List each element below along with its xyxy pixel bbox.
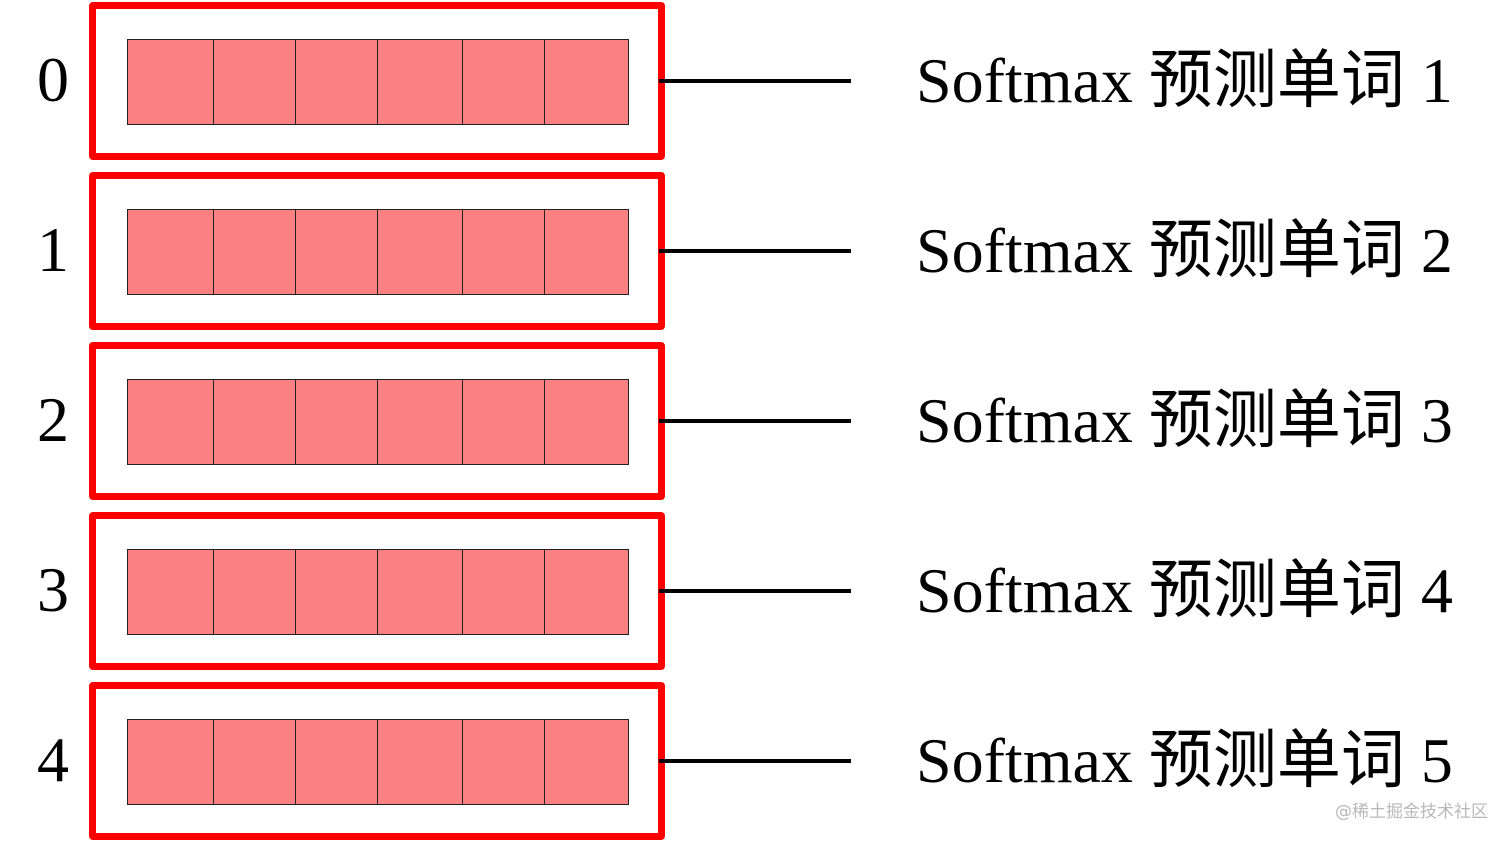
row-index-label: 2 <box>37 384 69 455</box>
row-index-label: 1 <box>37 214 69 285</box>
connector-line <box>659 589 851 593</box>
token-vector <box>127 719 629 805</box>
vector-cell <box>213 550 295 634</box>
vector-cell <box>213 720 295 804</box>
token-vector <box>127 549 629 635</box>
vector-cell <box>128 380 213 464</box>
diagram-row-1: 1 Softmax 预测单词 2 <box>0 170 1512 330</box>
vector-cell <box>295 550 377 634</box>
vector-cell <box>544 720 628 804</box>
vector-cell <box>128 720 213 804</box>
vector-cell <box>462 40 544 124</box>
vector-cell <box>213 380 295 464</box>
diagram-row-3: 3 Softmax 预测单词 4 <box>0 510 1512 670</box>
watermark-text: @稀土掘金技术社区 <box>1335 802 1488 822</box>
diagram-row-4: 4 Softmax 预测单词 5 <box>0 680 1512 840</box>
vector-cell <box>295 380 377 464</box>
vector-cell <box>295 40 377 124</box>
vector-cell <box>462 550 544 634</box>
vector-cell <box>462 210 544 294</box>
vector-cell <box>295 210 377 294</box>
prediction-label: Softmax 预测单词 1 <box>916 45 1453 116</box>
vector-cell <box>128 550 213 634</box>
vector-cell <box>544 40 628 124</box>
prediction-label: Softmax 预测单词 3 <box>916 385 1453 456</box>
diagram-row-0: 0 Softmax 预测单词 1 <box>0 0 1512 160</box>
vector-cell <box>128 40 213 124</box>
row-index-label: 0 <box>37 44 69 115</box>
vector-cell <box>128 210 213 294</box>
vector-cell <box>544 550 628 634</box>
vector-cell <box>462 380 544 464</box>
connector-line <box>659 759 851 763</box>
row-index-label: 3 <box>37 554 69 625</box>
vector-cell <box>462 720 544 804</box>
vector-cell <box>213 210 295 294</box>
prediction-label: Softmax 预测单词 5 <box>916 725 1453 796</box>
vector-cell <box>213 40 295 124</box>
vector-cell <box>377 550 462 634</box>
connector-line <box>659 249 851 253</box>
row-index-label: 4 <box>37 724 69 795</box>
vector-cell <box>544 380 628 464</box>
token-vector <box>127 379 629 465</box>
diagram-row-2: 2 Softmax 预测单词 3 <box>0 340 1512 500</box>
vector-cell <box>544 210 628 294</box>
vector-cell <box>377 210 462 294</box>
vector-cell <box>295 720 377 804</box>
vector-cell <box>377 720 462 804</box>
prediction-label: Softmax 预测单词 4 <box>916 555 1453 626</box>
connector-line <box>659 79 851 83</box>
token-vector <box>127 209 629 295</box>
vector-cell <box>377 380 462 464</box>
vector-cell <box>377 40 462 124</box>
connector-line <box>659 419 851 423</box>
token-vector <box>127 39 629 125</box>
prediction-label: Softmax 预测单词 2 <box>916 215 1453 286</box>
